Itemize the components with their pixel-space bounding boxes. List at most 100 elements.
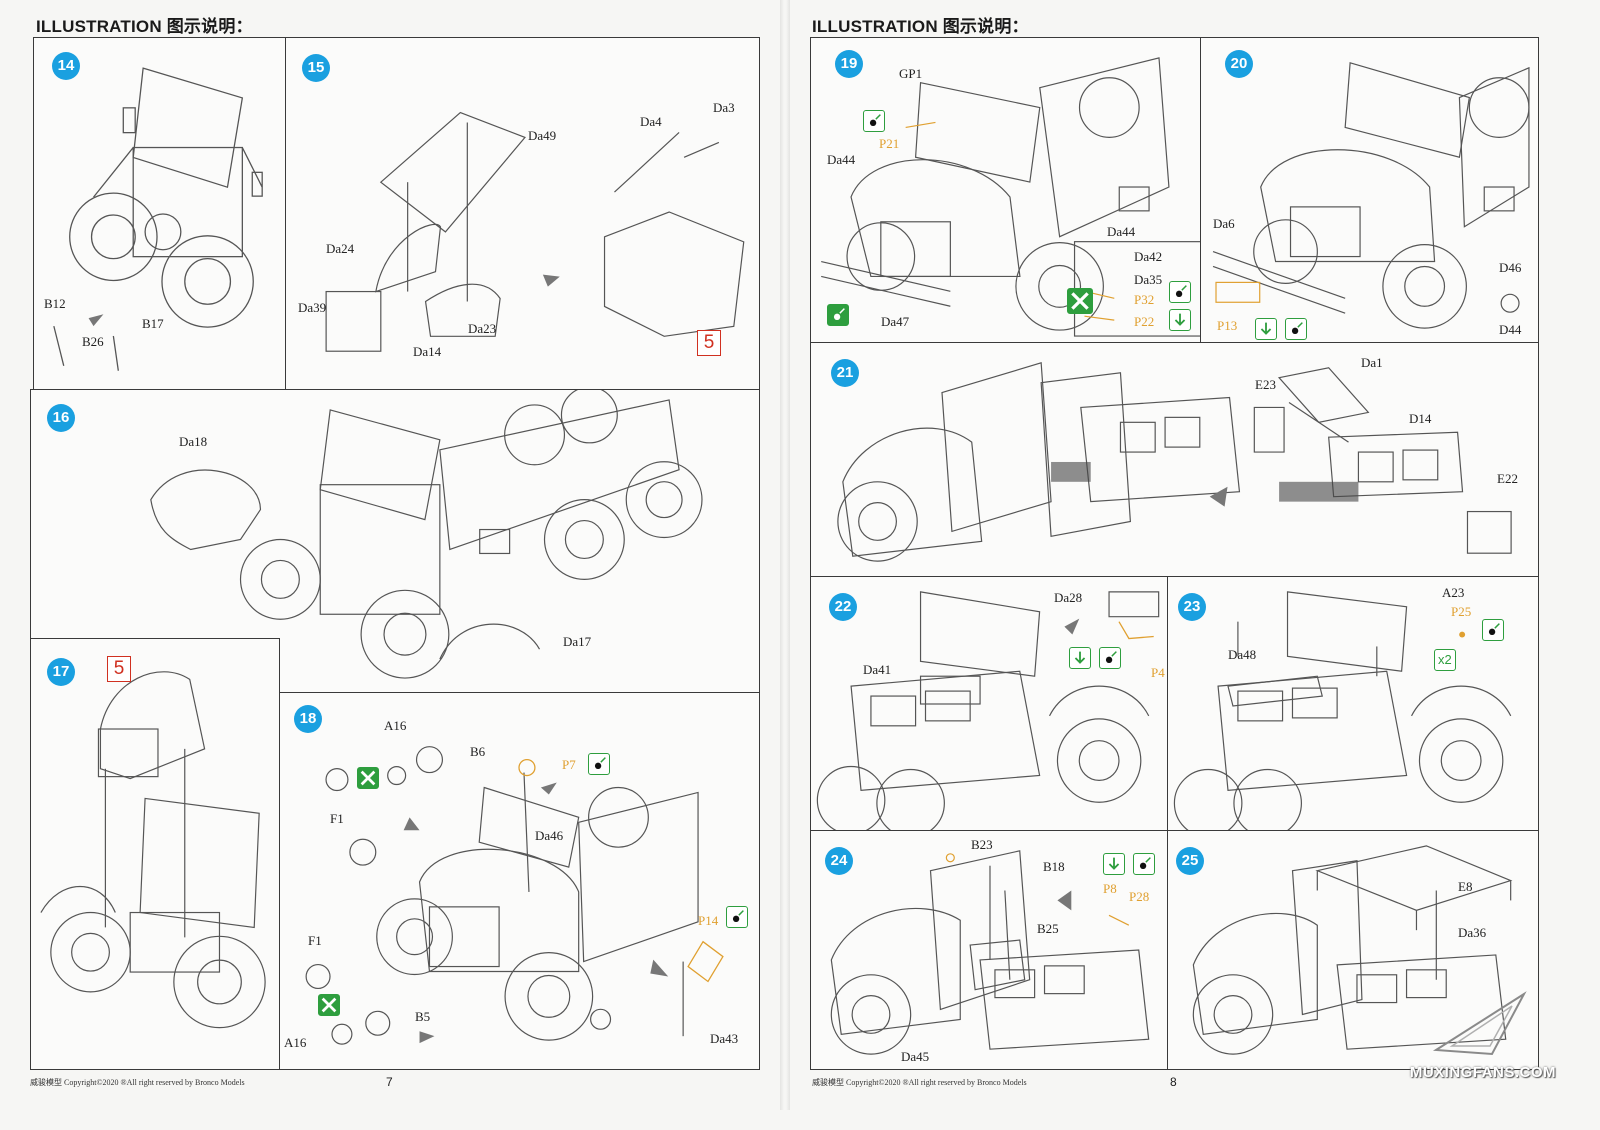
page-header: ILLUSTRATION 图示说明： <box>36 17 253 36</box>
part-label: Da28 <box>1054 590 1083 605</box>
part-label: Da24 <box>326 241 355 256</box>
footer-copyright: 威骏模型 Copyright©2020 ®All right reserved … <box>812 1078 1027 1087</box>
part-label: B23 <box>971 837 993 852</box>
glue-icon <box>827 304 849 326</box>
part-label: E22 <box>1497 471 1518 486</box>
photo-etch-label: P14 <box>698 913 719 928</box>
part-label: F1 <box>330 811 344 826</box>
glue-icon <box>726 906 748 928</box>
part-label: Da3 <box>713 100 735 115</box>
part-label: D44 <box>1499 322 1522 337</box>
step-24-panel: 24 B23 B18 P8 P28 B25 Da45 <box>810 830 1168 1070</box>
part-label: GP1 <box>899 66 923 81</box>
bend-down-icon <box>1103 853 1125 875</box>
step-21-panel: 21 Da1 E23 D14 E22 <box>810 342 1539 577</box>
step-17-illustration <box>40 671 266 1029</box>
step-15-panel: 15 Da49 Da24 Da39 Da14 Da23 Da4 Da3 5 <box>285 37 760 390</box>
part-label: B5 <box>415 1009 431 1024</box>
photo-etch-label: P32 <box>1134 292 1155 307</box>
step-20-number: 20 <box>1225 50 1253 78</box>
part-label: B6 <box>470 744 486 759</box>
page-header: ILLUSTRATION 图示说明： <box>812 17 1029 36</box>
part-label: Da23 <box>468 321 497 336</box>
part-label: Da36 <box>1458 925 1487 940</box>
glue-icon <box>1099 647 1121 669</box>
part-label: B17 <box>142 316 164 331</box>
part-label: Da43 <box>710 1031 739 1046</box>
step-17-panel: 17 5 <box>30 638 280 1070</box>
part-label: Da47 <box>881 314 910 329</box>
part-label: Da46 <box>535 828 564 843</box>
step-18-number: 18 <box>294 705 322 733</box>
step-15-number: 15 <box>302 54 330 82</box>
step-16-illustration <box>150 390 703 679</box>
part-label: Da6 <box>1213 216 1235 231</box>
step-18-illustration <box>305 746 724 1045</box>
part-label: Da41 <box>863 662 892 677</box>
part-label: Da42 <box>1134 249 1163 264</box>
footer-copyright: 威骏模型 Copyright©2020 ®All right reserved … <box>30 1078 245 1087</box>
photo-etch-label: P22 <box>1134 314 1155 329</box>
step-14-panel: 14 B12 B17 B26 <box>33 37 286 390</box>
quantity-badge: x2 <box>1434 649 1456 671</box>
step-18-panel: 18 A16 B6 F1 P7 Da46 F1 A16 B5 P14 Da43 <box>279 692 760 1070</box>
left-page: ILLUSTRATION 图示说明： 14 B12 B17 B26 <box>0 0 780 1110</box>
part-label: E23 <box>1255 377 1276 392</box>
photo-etch-label: P8 <box>1103 881 1117 896</box>
step-23-illustration <box>1173 591 1512 830</box>
part-label: Da44 <box>1107 224 1136 239</box>
part-label: A16 <box>384 718 407 733</box>
part-label: Da18 <box>179 434 208 449</box>
step-22-panel: 22 Da28 Da41 P4 <box>810 576 1168 831</box>
photo-etch-label: P21 <box>879 136 900 151</box>
step-21-illustration <box>837 362 1512 562</box>
bend-down-icon <box>1169 309 1191 331</box>
do-not-glue-icon <box>1067 288 1093 314</box>
part-label: B25 <box>1037 921 1059 936</box>
right-page: ILLUSTRATION 图示说明： 19 GP1 P21 Da44 Da4 <box>790 0 1568 1110</box>
part-label: Da39 <box>298 300 327 315</box>
part-label: D14 <box>1409 411 1432 426</box>
step-24-number: 24 <box>825 847 853 875</box>
glue-icon <box>588 753 610 775</box>
step-24-illustration <box>830 850 1150 1055</box>
photo-etch-label: P13 <box>1217 318 1238 333</box>
page-number: 8 <box>1170 1075 1177 1089</box>
step-14-illustration <box>53 67 263 371</box>
step-22-illustration <box>816 591 1160 830</box>
step-22-number: 22 <box>829 593 857 621</box>
part-label: Da1 <box>1361 355 1383 370</box>
do-not-glue-icon <box>318 994 340 1016</box>
step-16-number: 16 <box>47 404 75 432</box>
bend-down-icon <box>1255 318 1277 340</box>
step-19-number: 19 <box>835 50 863 78</box>
photo-etch-label: P28 <box>1129 889 1150 904</box>
glue-icon <box>1285 318 1307 340</box>
step-17-number: 17 <box>47 658 75 686</box>
part-label: Da14 <box>413 344 442 359</box>
page-number: 7 <box>386 1075 393 1089</box>
photo-etch-label: P25 <box>1451 604 1472 619</box>
part-label: Da35 <box>1134 272 1163 287</box>
photo-etch-label: P4 <box>1151 665 1165 680</box>
step-25-illustration <box>1192 845 1513 1055</box>
photo-etch-label: P7 <box>562 757 576 772</box>
reference-step-box: 5 <box>107 656 131 682</box>
part-label: Da48 <box>1228 647 1257 662</box>
bend-down-icon <box>1069 647 1091 669</box>
part-label: B18 <box>1043 859 1065 874</box>
book-gutter <box>780 0 790 1110</box>
part-label: Da45 <box>901 1049 930 1064</box>
part-label: B12 <box>44 296 66 311</box>
step-15-illustration <box>325 111 745 352</box>
step-14-number: 14 <box>52 52 80 80</box>
step-23-panel: 23 A23 P25 Da48 x2 <box>1167 576 1539 831</box>
glue-icon <box>1482 619 1504 641</box>
part-label: A16 <box>284 1035 307 1050</box>
part-label: Da4 <box>640 114 662 129</box>
glue-icon <box>1169 281 1191 303</box>
glue-icon <box>1133 853 1155 875</box>
step-23-number: 23 <box>1178 593 1206 621</box>
part-label: B26 <box>82 334 104 349</box>
part-label: Da49 <box>528 128 557 143</box>
